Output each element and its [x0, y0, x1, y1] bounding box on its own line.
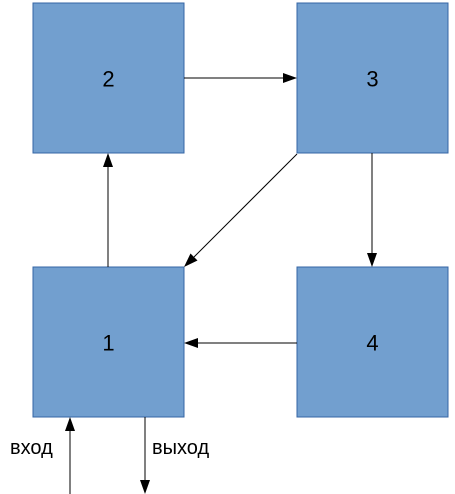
- node-2-label: 2: [102, 67, 114, 92]
- node-2: 2: [32, 2, 185, 154]
- node-3-label: 3: [366, 67, 378, 92]
- node-4-box: [296, 266, 449, 418]
- edge-4-to-1-arrowhead: [184, 338, 198, 348]
- edge-3-to-1-line: [193, 153, 298, 258]
- input-label: вход: [10, 437, 53, 459]
- output-arrow-arrowhead: [140, 480, 150, 494]
- edge-3-to-4: [367, 153, 377, 267]
- node-1: 1: [32, 266, 185, 418]
- input-arrow-arrowhead: [65, 417, 75, 431]
- edge-2-to-3: [184, 73, 297, 83]
- node-4-label: 4: [366, 331, 378, 356]
- output-arrow: [140, 417, 150, 494]
- edge-3-to-4-arrowhead: [367, 253, 377, 267]
- input-arrow: [65, 417, 75, 494]
- node-3-box: [296, 2, 449, 154]
- node-2-box: [32, 2, 185, 154]
- edge-2-to-3-arrowhead: [283, 73, 297, 83]
- edge-3-to-1-arrowhead: [184, 253, 198, 267]
- node-3: 3: [296, 2, 449, 154]
- node-1-label: 1: [102, 331, 114, 356]
- edge-1-to-2-arrowhead: [103, 153, 113, 167]
- node-4: 4: [296, 266, 449, 418]
- edge-1-to-2: [103, 153, 113, 267]
- output-label: выход: [152, 437, 209, 459]
- edge-4-to-1: [184, 338, 297, 348]
- edge-3-to-1: [184, 153, 298, 267]
